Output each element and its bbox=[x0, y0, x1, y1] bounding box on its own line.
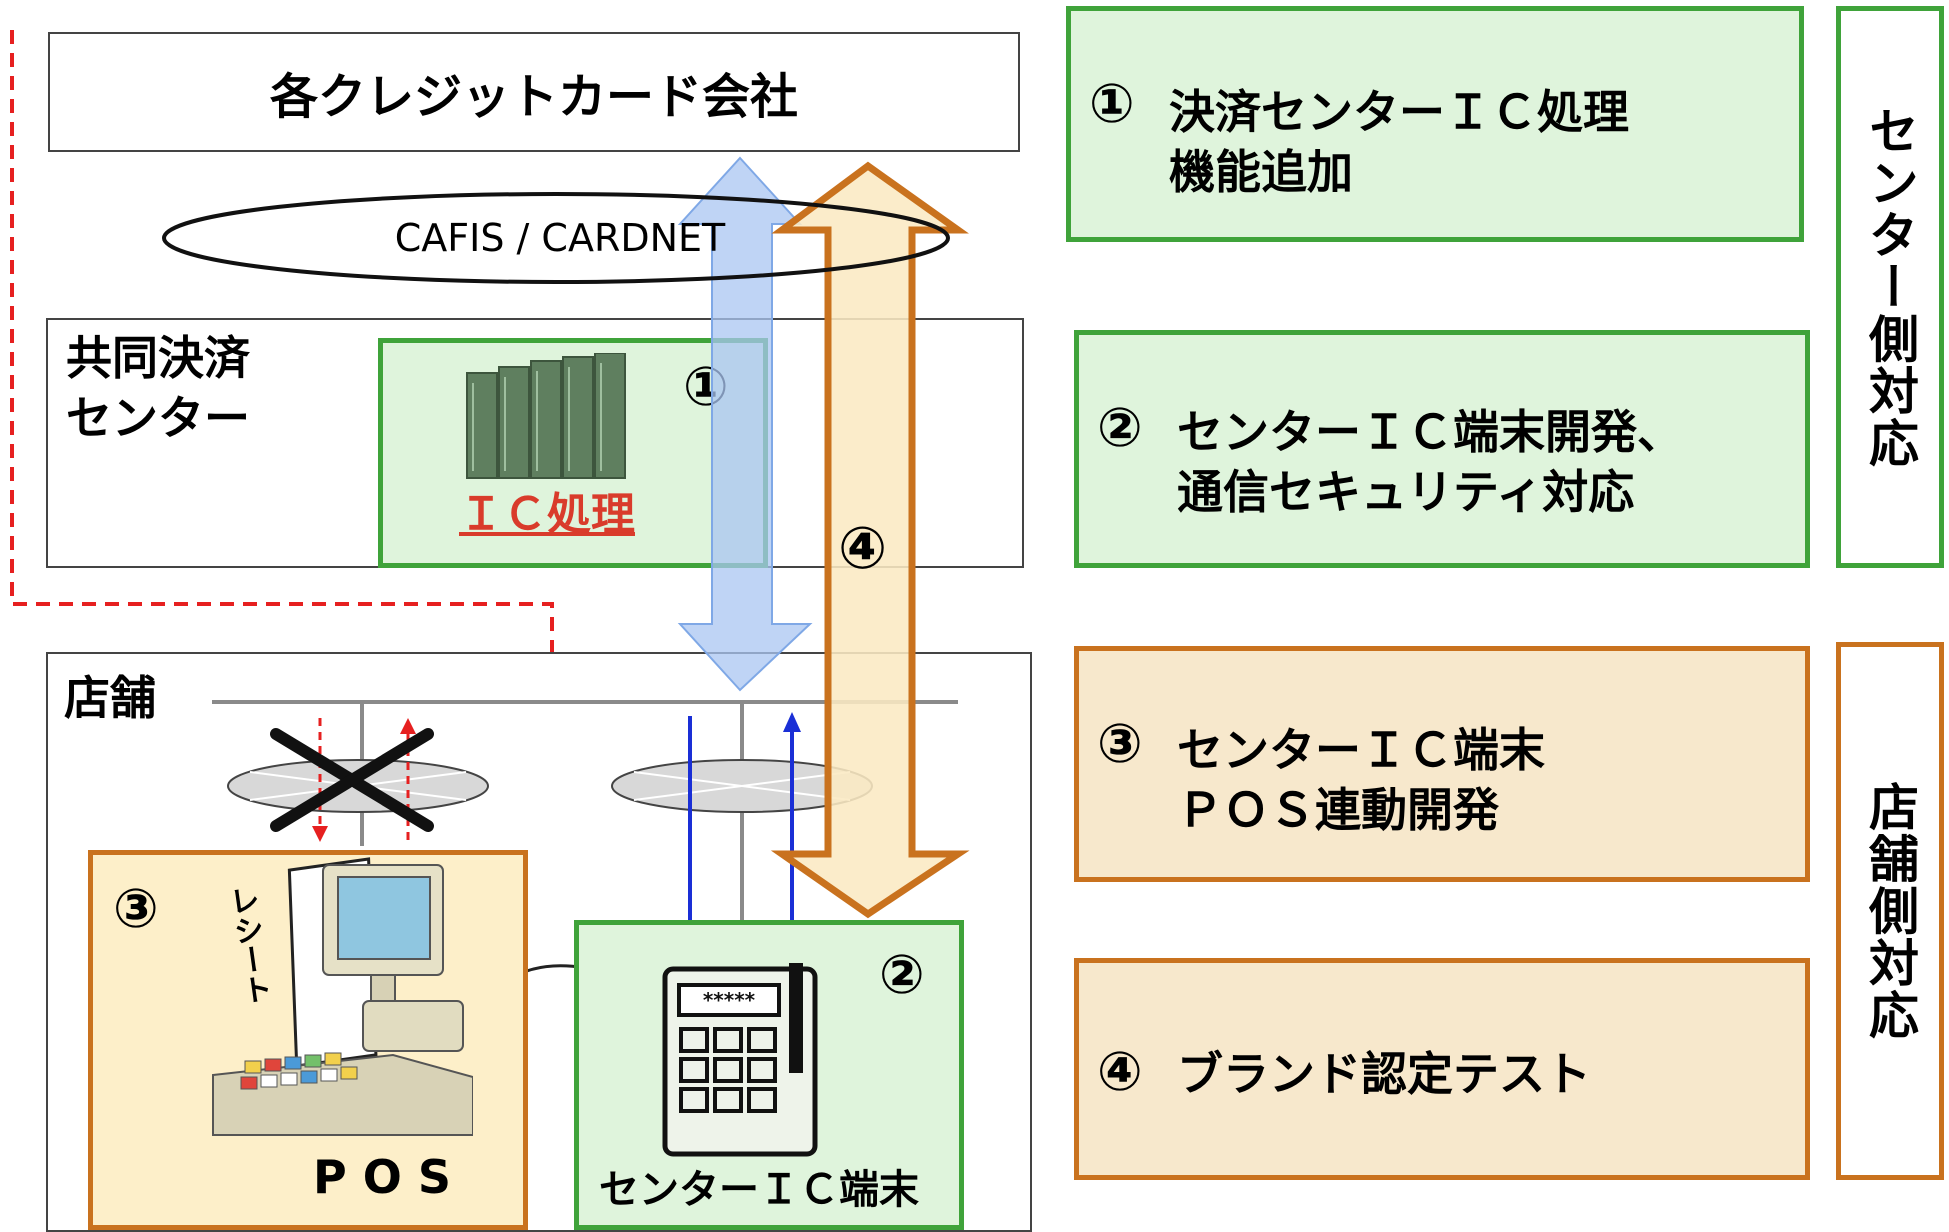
terminal-box: ***** ② センターＩＣ端末 bbox=[574, 920, 964, 1230]
center-title-1: 共同決済 bbox=[66, 331, 250, 385]
store-side-box: 店舗側対応 bbox=[1836, 642, 1944, 1180]
red-dashed-boundary bbox=[10, 30, 554, 1215]
terminal-label: センターＩＣ端末 bbox=[599, 1167, 919, 1213]
credit-company-label: 各クレジットカード会社 bbox=[269, 69, 798, 125]
panel-1-num: ① bbox=[1089, 72, 1135, 135]
pos-mark: ③ bbox=[113, 877, 159, 940]
terminal-mark: ② bbox=[879, 943, 925, 1006]
panel-4: ④ ブランド認定テスト bbox=[1074, 958, 1810, 1180]
panel-2-line-1: センターＩＣ端末開発、 bbox=[1177, 405, 1683, 459]
panel-3-line-1: センターＩＣ端末 bbox=[1177, 723, 1545, 777]
panel-3: ③ センターＩＣ端末 ＰＯＳ連動開発 bbox=[1074, 646, 1810, 882]
center-side-label: センター側対応 bbox=[1861, 105, 1919, 469]
panel-2-line-2: 通信セキュリティ対応 bbox=[1177, 465, 1635, 519]
panel-2: ② センターＩＣ端末開発、 通信セキュリティ対応 bbox=[1074, 330, 1810, 568]
panel-4-line-1: ブランド認定テスト bbox=[1177, 1047, 1591, 1101]
credit-company-box: 各クレジットカード会社 bbox=[48, 32, 1020, 152]
panel-3-line-2: ＰＯＳ連動開発 bbox=[1177, 783, 1499, 837]
arrow4-mark: ④ bbox=[838, 514, 888, 582]
panel-1: ① 決済センターＩＣ処理 機能追加 bbox=[1066, 6, 1804, 242]
hub-right bbox=[611, 759, 873, 813]
card-terminal-icon: ***** bbox=[662, 963, 818, 1157]
pos-register-icon bbox=[212, 857, 473, 1136]
panel-1-line-2: 機能追加 bbox=[1169, 145, 1353, 199]
terminal-flow-arrows bbox=[688, 716, 794, 936]
panel-4-num: ④ bbox=[1097, 1040, 1143, 1103]
center-title-2: センター bbox=[66, 391, 250, 445]
cafis-network-ellipse bbox=[162, 192, 950, 284]
ic-flow-arrow bbox=[677, 156, 813, 692]
ic-processing-label: ＩＣ処理 bbox=[459, 489, 635, 540]
terminal-display: ***** bbox=[703, 988, 756, 1012]
pos-label: POS bbox=[313, 1150, 467, 1204]
network-label: CAFIS / CARDNET bbox=[394, 216, 726, 260]
panel-3-num: ③ bbox=[1097, 712, 1143, 775]
panel-1-line-1: 決済センターＩＣ処理 bbox=[1169, 85, 1629, 139]
cross-out-icon bbox=[270, 728, 434, 832]
store-title: 店舗 bbox=[64, 671, 156, 725]
server-rack-icon bbox=[466, 353, 626, 479]
ic-processing-box: ＩＣ処理 ① bbox=[378, 338, 768, 568]
panel-2-num: ② bbox=[1097, 396, 1143, 459]
pos-box: ③ レシート POS bbox=[88, 850, 528, 1230]
center-side-box: センター側対応 bbox=[1836, 6, 1944, 568]
brand-test-arrow bbox=[770, 161, 970, 919]
store-side-label: 店舗側対応 bbox=[1861, 781, 1919, 1041]
